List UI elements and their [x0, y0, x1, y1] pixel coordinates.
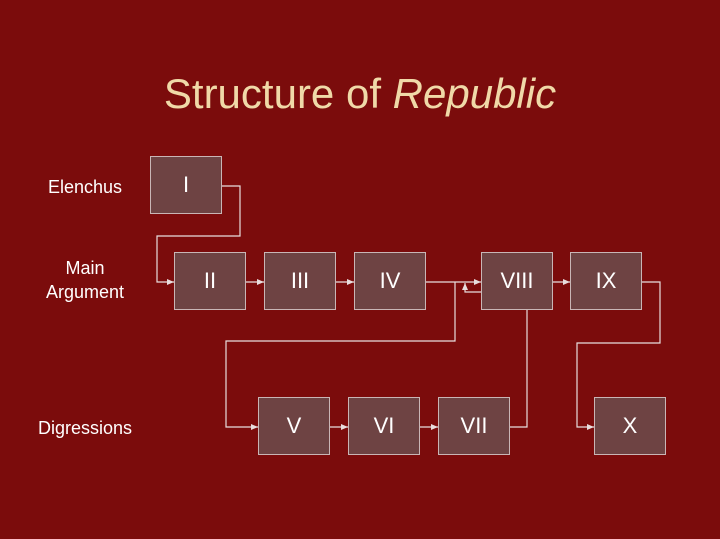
row-label-main-line1: Main [65, 258, 105, 278]
book-box-ii: II [174, 252, 246, 310]
connector-i-ii [156, 185, 241, 285]
book-box-iii: III [264, 252, 336, 310]
book-box-vii: VII [438, 397, 510, 455]
title-main: Structure of [163, 70, 393, 117]
book-box-i: I [150, 156, 222, 214]
connector-iv-v [225, 282, 456, 430]
book-box-vi: VI [348, 397, 420, 455]
row-label-main-line2: Argument [45, 282, 125, 302]
book-box-v: V [258, 397, 330, 455]
row-label-elenchus: Elenchus [47, 177, 123, 197]
book-box-viii: VIII [481, 252, 553, 310]
book-box-ix: IX [570, 252, 642, 310]
book-box-x: X [594, 397, 666, 455]
title-italic: Republic [392, 70, 557, 117]
connector-ix-x [576, 281, 661, 430]
page-title: Structure of Republic [0, 68, 720, 120]
book-box-iv: IV [354, 252, 426, 310]
row-label-digressions: Digressions [37, 418, 133, 438]
